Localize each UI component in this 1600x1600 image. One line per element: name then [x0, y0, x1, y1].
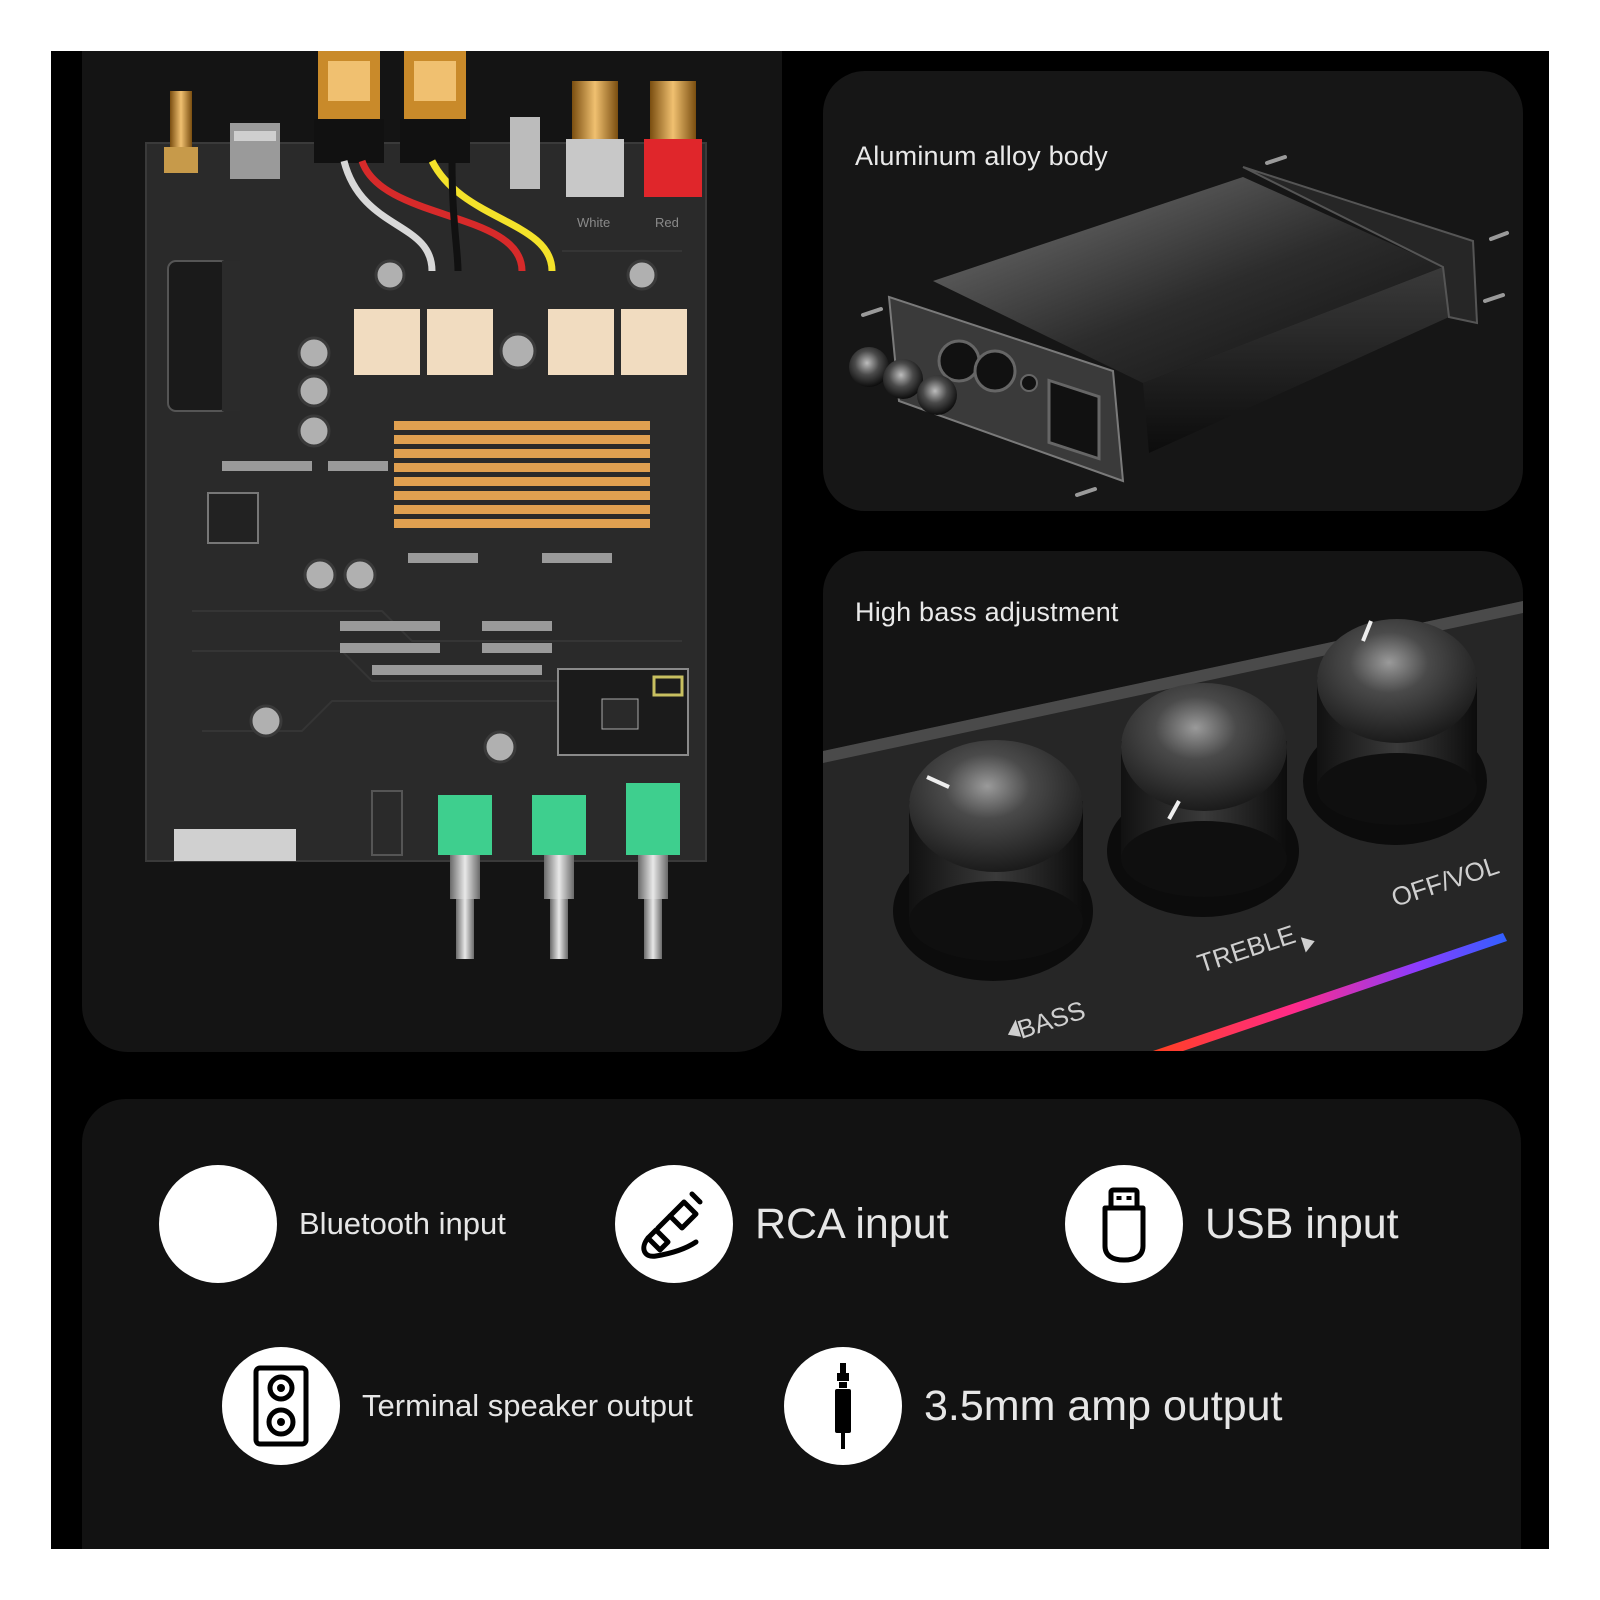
control-knobs-illustration: BASS TREBLE OFF/VOL	[823, 601, 1523, 1051]
aluminum-body-caption: Aluminum alloy body	[855, 141, 1108, 171]
feature-label: USB input	[1205, 1199, 1399, 1248]
rca-cable-icon	[615, 1165, 733, 1283]
treble-arrow-icon	[1300, 937, 1315, 953]
speaker-icon	[222, 1347, 340, 1465]
features-panel: Bluetooth input RCA input	[82, 1099, 1521, 1549]
aluminum-body-panel: Aluminum alloy body	[823, 71, 1523, 511]
bass-adjustment-caption: High bass adjustment	[855, 597, 1119, 627]
aluminum-case-illustration	[849, 155, 1509, 497]
white-rca-label: White	[577, 215, 610, 230]
feature-usb-input: USB input	[1065, 1165, 1399, 1283]
feature-label: 3.5mm amp output	[924, 1381, 1283, 1430]
feature-bluetooth-input: Bluetooth input	[159, 1165, 506, 1283]
red-rca-label: Red	[655, 215, 679, 230]
feature-rca-input: RCA input	[615, 1165, 949, 1283]
feature-3-5mm-amp-output: 3.5mm amp output	[784, 1347, 1283, 1465]
usb-drive-icon	[1065, 1165, 1183, 1283]
pcb-panel: White Red	[82, 51, 782, 1052]
bluetooth-icon	[159, 1165, 277, 1283]
amplifier-board-illustration: White Red	[145, 51, 707, 959]
feature-label: Bluetooth input	[299, 1206, 506, 1241]
product-frame: White Red	[51, 51, 1549, 1549]
feature-label: RCA input	[755, 1199, 949, 1248]
feature-label: Terminal speaker output	[362, 1388, 693, 1423]
bass-arrow-icon	[1007, 1019, 1022, 1037]
feature-terminal-speaker-output: Terminal speaker output	[222, 1347, 693, 1465]
bass-adjustment-panel: High bass adjustment	[823, 551, 1523, 1051]
audio-jack-icon	[784, 1347, 902, 1465]
